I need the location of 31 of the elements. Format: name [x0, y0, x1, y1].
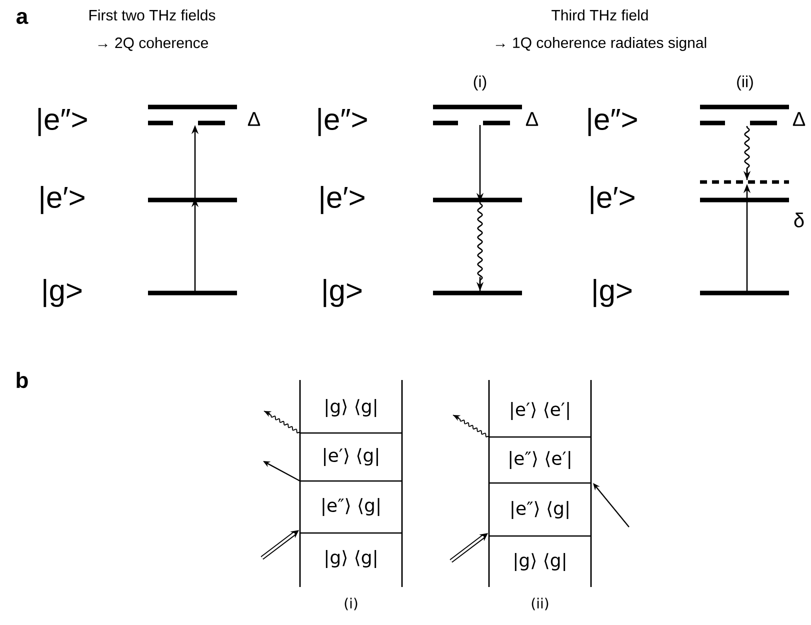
heading: Third THz field: [552, 10, 648, 20]
density-matrix-label: |e′⟩ ⟨e′|: [511, 402, 569, 420]
density-matrix-label: |e″⟩ ⟨g|: [512, 501, 568, 519]
caption-label: (ii): [532, 598, 548, 610]
panel-label: (i): [474, 76, 486, 90]
detuning-label: δ: [794, 212, 804, 228]
state-label: |e′>: [320, 186, 364, 214]
density-matrix-label: |g⟩ ⟨g|: [514, 553, 566, 572]
heading: First two THz fields: [89, 10, 216, 20]
state-label: |e′>: [590, 186, 634, 214]
state-label: |g>: [594, 278, 632, 308]
density-matrix-label: |e″⟩ ⟨e′|: [510, 451, 570, 470]
density-matrix-label: |g⟩ ⟨g|: [326, 399, 376, 417]
panel-letter: a: [16, 12, 28, 24]
detuning-label: Δ: [792, 112, 806, 126]
heading: → 1Q coherence radiates signal: [496, 37, 706, 51]
caption-label: (i): [344, 598, 358, 610]
density-matrix-label: |e′⟩ ⟨g|: [324, 448, 378, 466]
panel-letter: b: [16, 372, 28, 388]
detuning-label: Δ: [526, 112, 538, 126]
detuning-label: Δ: [248, 112, 260, 126]
state-label: |e″>: [588, 108, 637, 136]
density-matrix-label: |e″⟩ ⟨g|: [322, 498, 380, 516]
state-label: |e′>: [40, 186, 84, 214]
heading: → 2Q coherence: [98, 37, 208, 51]
density-matrix-label: |g⟩ ⟨g|: [326, 550, 376, 568]
panel-label: (ii): [737, 76, 753, 90]
state-label: |g>: [44, 278, 82, 308]
state-label: |e″>: [318, 108, 367, 136]
state-label: |e″>: [38, 108, 87, 136]
state-label: |g>: [324, 278, 362, 308]
